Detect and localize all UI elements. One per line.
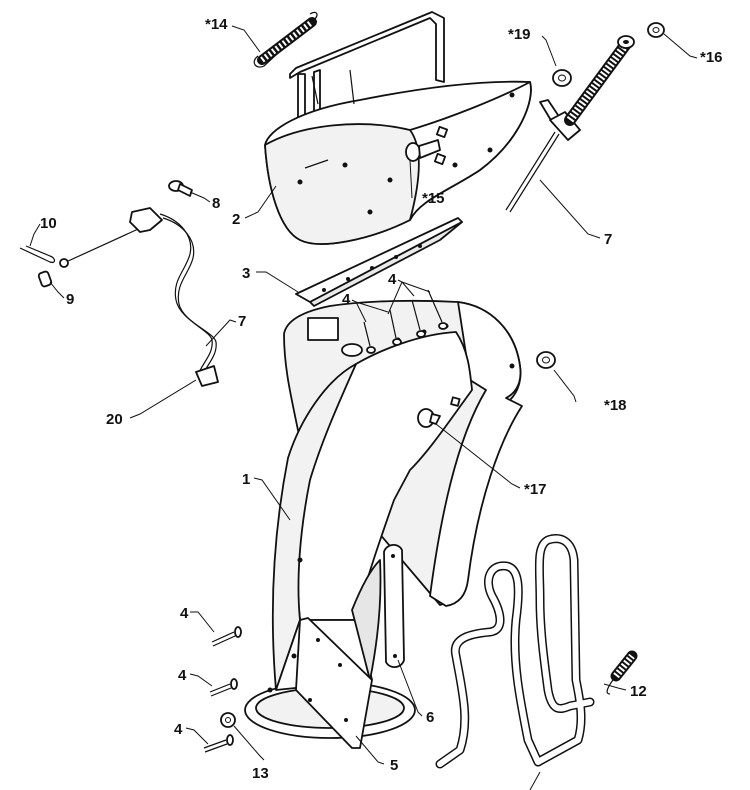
- callout-4-lower-3: 4: [174, 721, 183, 738]
- nut-part-18: [536, 351, 556, 369]
- callout-4-top-right: 4: [388, 271, 397, 288]
- callout-15: *15: [422, 190, 445, 207]
- callout-9: 9: [66, 291, 74, 308]
- control-rod-part-7: [505, 35, 635, 213]
- callout-17: *17: [524, 481, 547, 498]
- nut-part-19: [552, 69, 572, 87]
- cable-assembly: [59, 207, 219, 387]
- callout-13: 13: [252, 765, 269, 782]
- callout-4-top-left: 4: [342, 291, 351, 308]
- rivets-part-4-lower: [203, 626, 242, 753]
- clip-part-10: [19, 245, 56, 263]
- callout-7-upper: 7: [604, 231, 612, 248]
- callout-2: 2: [232, 211, 240, 228]
- callout-19: *19: [508, 26, 531, 43]
- callout-20: 20: [106, 411, 123, 428]
- callout-7-lower: 7: [238, 313, 246, 330]
- callout-10: 10: [40, 215, 57, 232]
- callout-12: 12: [630, 683, 647, 700]
- callout-6: 6: [426, 709, 434, 726]
- plate-part-3: [295, 217, 463, 307]
- washer-part-16: [647, 22, 665, 38]
- callout-16: *16: [700, 49, 723, 66]
- callout-5: 5: [390, 757, 398, 774]
- callout-labels: *14 *19 *16 *15 7 8 2 10 9 3 7 4 4 *18 2…: [40, 16, 723, 782]
- chute-deflector-part-2: [264, 11, 532, 245]
- callout-4-lower-1: 4: [180, 605, 189, 622]
- nut-part-13: [220, 712, 236, 728]
- callout-18: *18: [604, 397, 627, 414]
- callout-3: 3: [242, 265, 250, 282]
- handle-bracket: [435, 534, 595, 769]
- callout-14: *14: [205, 16, 228, 33]
- callout-8: 8: [212, 195, 220, 212]
- main-chute-part-1: [244, 299, 523, 739]
- spring-part-14: [253, 11, 318, 68]
- guide-bar-part-6: [383, 544, 405, 668]
- callout-1: 1: [242, 471, 250, 488]
- bolt-part-8: [168, 180, 193, 197]
- rivets-part-4-top: [363, 289, 448, 354]
- spring-part-12: [606, 650, 638, 695]
- pin-part-9: [37, 270, 53, 288]
- leader-lines: [29, 25, 698, 790]
- panel-part-5: [295, 617, 373, 749]
- callout-4-lower-2: 4: [178, 667, 187, 684]
